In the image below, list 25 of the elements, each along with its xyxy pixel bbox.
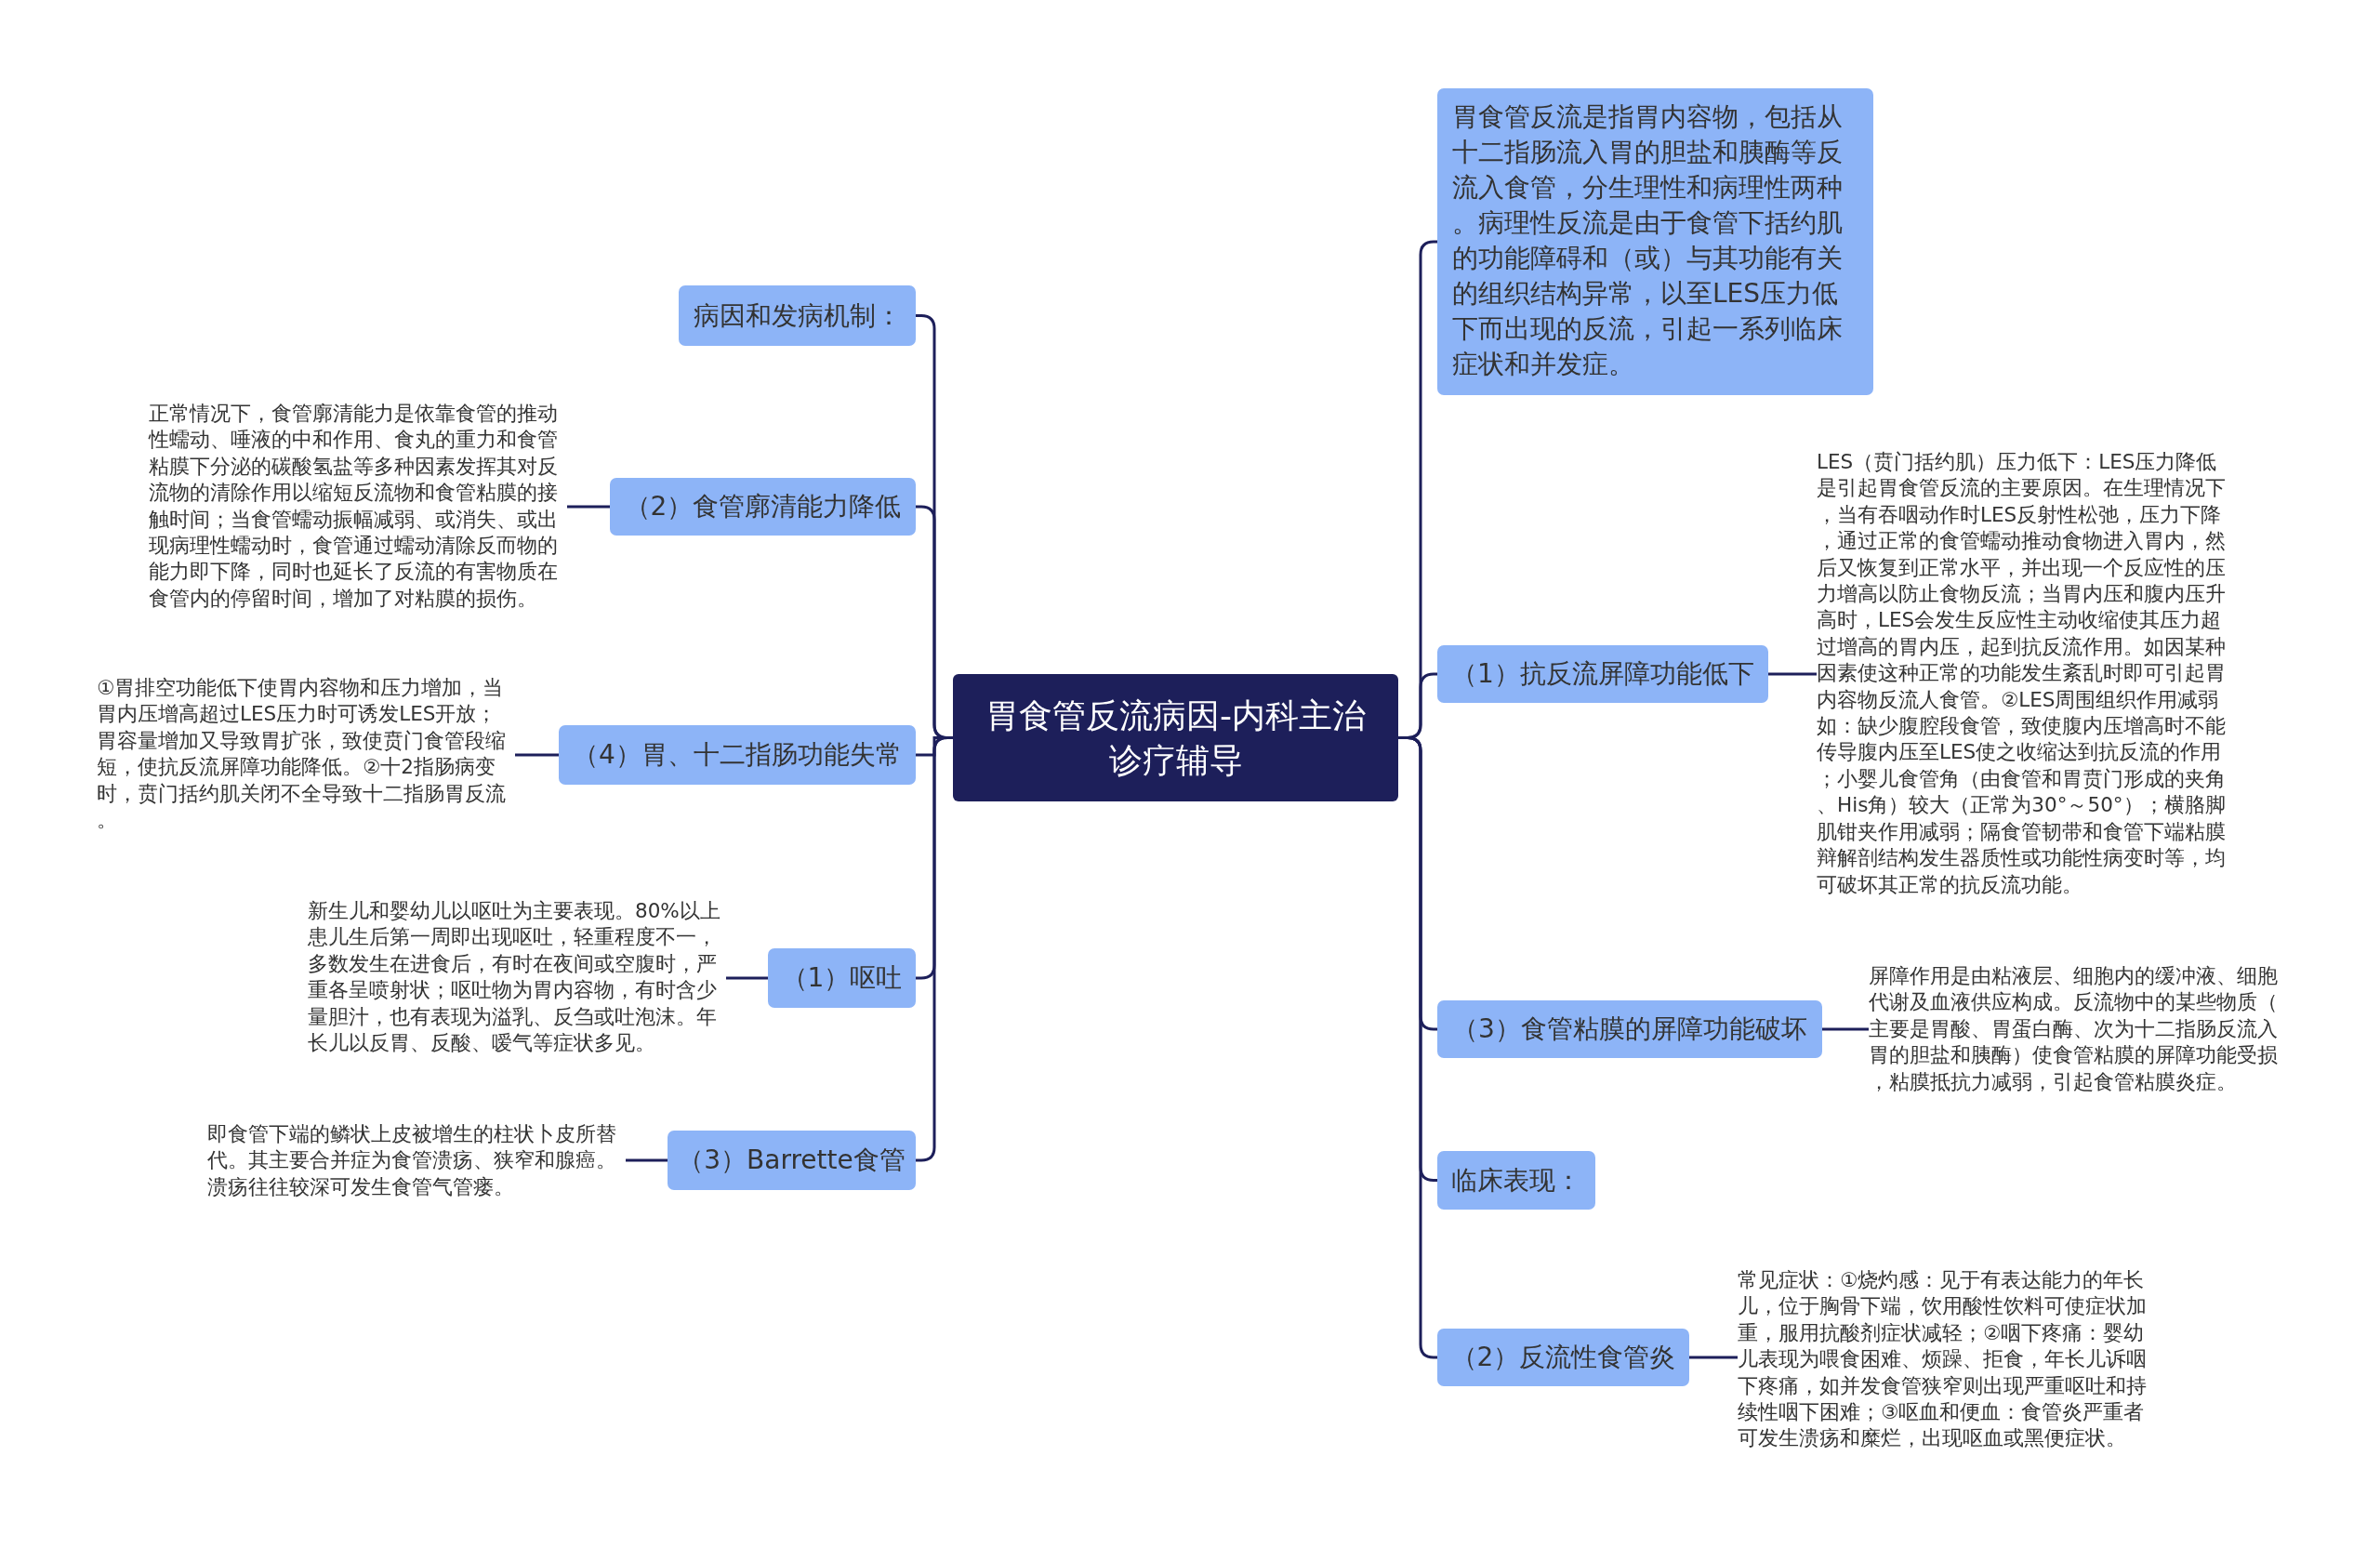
connector-line: [567, 505, 610, 509]
connector-line: [1822, 1027, 1869, 1031]
connector-line: [1689, 1356, 1738, 1359]
connector-line: [1768, 672, 1817, 676]
connector-line: [626, 1158, 668, 1162]
branch-box: （2）食管廓清能力降低: [610, 478, 916, 536]
branch-box: （3）Barrette食管: [668, 1131, 916, 1190]
topic-box: 胃食管反流病因-内科主治诊疗辅导: [953, 674, 1398, 801]
connector-line: [515, 753, 559, 757]
note-text: 新生儿和婴幼儿以呕吐为主要表现。80%以上患儿生后第一周即出现呕吐，轻重程度不一，多数发生在进食后，有时在夜间或空腹时，严重各呈喷射状；呕吐物为胃内容物，有时含少量胆汁，也有表现为溢乳、反刍或吐泡沫。年长儿以反胃、反酸、嗳气等症状多见。: [308, 898, 726, 1057]
note-text: ①胃排空功能低下使胃内容物和压力增加，当胃内压增高超过LES压力时可诱发LES开放；胃容量增加又导致胃扩张，致使贲门食管段缩短，使抗反流屏障功能降低。②十2指肠病变时，贲门括约肌关闭不全导致十二指肠胃反流。: [97, 675, 515, 834]
definition-box: 胃食管反流是指胃内容物，包括从十二指肠流入胃的胆盐和胰酶等反流入食管，分生理性和病理性两种。病理性反流是由于食管下括约肌的功能障碍和（或）与其功能有关的组织结构异常，以至LES压力低下而出现的反流，引起一系列临床症状和并发症。: [1437, 88, 1873, 395]
branch-box: （1）抗反流屏障功能低下: [1437, 645, 1768, 703]
branch-box: 病因和发病机制：: [679, 285, 916, 346]
note-text: 正常情况下，食管廓清能力是依靠食管的推动性蠕动、唾液的中和作用、食丸的重力和食管粘膜下分泌的碳酸氢盐等多种因素发挥其对反流物的清除作用以缩短反流物和食管粘膜的接触时间；当食管蠕动振幅减弱、或消失、或出现病理性蠕动时，食管通过蠕动清除反而物的能力即下降，同时也延长了反流的有害物质在食管内的停留时间，增加了对粘膜的损伤。: [149, 401, 567, 613]
note-text: 屏障作用是由粘液层、细胞内的缓冲液、细胞代谢及血液供应构成。反流物中的某些物质（主要是胃酸、胃蛋白酶、次为十二指肠反流入胃的胆盐和胰酶）使食管粘膜的屏障功能受损，粘膜抵抗力减弱，引起食管粘膜炎症。: [1869, 963, 2287, 1096]
note-text: 常见症状：①烧灼感：见于有表达能力的年长儿，位于胸骨下端，饮用酸性饮料可使症状加重，服用抗酸剂症状减轻；②咽下疼痛：婴幼儿表现为喂食困难、烦躁、拒食，年长儿诉咽下疼痛，如并发食管狭窄则出现严重呕吐和持续性咽下困难；③呕血和便血：食管炎严重者可发生溃疡和糜烂，出现呕血或黑便症状。: [1738, 1267, 2156, 1452]
note-text: 即食管下端的鳞状上皮被增生的柱状卜皮所替代。其主要合并症为食管溃疡、狭窄和腺癌。溃疡往往较深可发生食管气管瘘。: [207, 1121, 626, 1201]
connector-line: [726, 976, 768, 980]
branch-box: （1）呕吐: [768, 948, 916, 1008]
branch-box: （3）食管粘膜的屏障功能破坏: [1437, 1000, 1822, 1058]
branch-box: （2）反流性食管炎: [1437, 1329, 1689, 1386]
note-text: LES（贲门括约肌）压力低下：LES压力降低是引起胃食管反流的主要原因。在生理情况下，当有吞咽动作时LES反射性松弛，压力下降，通过正常的食管蠕动推动食物进入胃内，然后又恢复到正常水平，并出现一个反应性的压力增高以防止食物反流；当胃内压和腹内压升高时，LES会发生反应性主动收缩使其压力超过增高的胃内压，起到抗反流作用。如因某种因素使这种正常的功能发生紊乱时即可引起胃内容物反流人食管。②LES周围组织作用减弱如：缺少腹腔段食管，致使腹内压增高时不能传导腹内压至LES使之收缩达到抗反流的作用；小婴儿食管角（由食管和胃贲门形成的夹角、His角）较大（正常为30°～50°）；横胳脚肌钳夹作用减弱；隔食管韧带和食管下端粘膜辩解剖结构发生器质性或功能性病变时等，均可破坏其正常的抗反流功能。: [1817, 449, 2235, 898]
branch-box: （4）胃、十二指肠功能失常: [559, 725, 916, 785]
branch-box: 临床表现：: [1437, 1151, 1595, 1210]
